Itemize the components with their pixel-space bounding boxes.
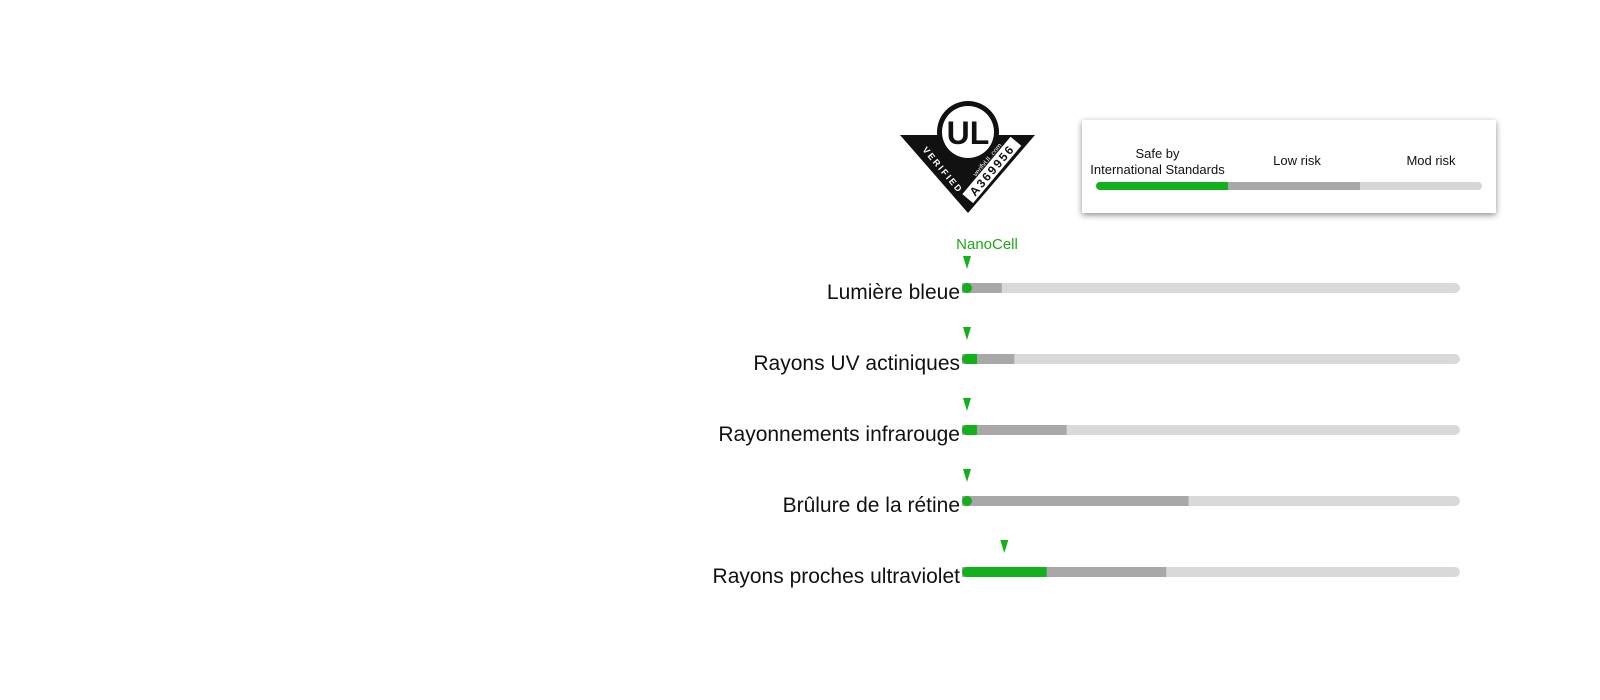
- nanocell-marker: [1000, 540, 1009, 553]
- chart-row-1: Lumière bleue: [0, 256, 1600, 319]
- bar-svg: [962, 398, 1460, 435]
- chart-row-4: Brûlure de la rétine: [0, 469, 1600, 532]
- category-label: Rayonnements infrarouge: [718, 423, 960, 446]
- legend-bar-low: [1228, 182, 1360, 190]
- bar-safe: [962, 283, 972, 293]
- category-label: Brûlure de la rétine: [782, 494, 960, 517]
- bar-track: [962, 354, 1460, 364]
- bar-svg: [962, 327, 1460, 364]
- bar-svg: [962, 256, 1460, 293]
- legend-bar-safe: [1096, 182, 1228, 190]
- nanocell-marker: [963, 398, 971, 411]
- legend: Safe by International Standards Low risk…: [1082, 120, 1496, 213]
- bar-safe-fill: [967, 354, 977, 364]
- legend-label-low: Low risk: [1273, 153, 1321, 168]
- ul-verified-badge: UL VERIFIED verifyUL.com A369956: [900, 95, 1040, 220]
- bar-svg: [962, 469, 1460, 506]
- bar-safe-fill: [967, 425, 977, 435]
- bar-low-risk: [962, 283, 1002, 293]
- bar-svg: [962, 540, 1460, 577]
- bar-safe-fill: [967, 567, 1047, 577]
- nanocell-marker: [963, 469, 971, 482]
- chart-row-2: Rayons UV actiniques: [0, 327, 1600, 390]
- legend-label-mod: Mod risk: [1406, 153, 1456, 168]
- bar-low-risk: [962, 425, 1067, 435]
- bar-low-risk: [962, 496, 1189, 506]
- legend-label-safe: Safe by International Standards: [1090, 146, 1225, 177]
- bar-low-risk: [962, 354, 1015, 364]
- legend-bar-mod: [1360, 182, 1482, 190]
- category-label: Lumière bleue: [826, 281, 960, 304]
- bar-safe: [962, 496, 972, 506]
- chart-row-5: Rayons proches ultraviolet: [0, 540, 1600, 603]
- nanocell-marker: [963, 256, 971, 269]
- bar-track: [962, 283, 1460, 293]
- bar-track: [962, 425, 1460, 435]
- nanocell-marker: [963, 327, 971, 340]
- category-label: Rayons UV actiniques: [753, 352, 960, 375]
- bar-low-risk: [962, 567, 1167, 577]
- category-label: Rayons proches ultraviolet: [712, 565, 960, 588]
- nanocell-series-label: NanoCell: [956, 236, 1018, 253]
- ul-logo-text: UL: [947, 115, 990, 151]
- chart-row-3: Rayonnements infrarouge: [0, 398, 1600, 461]
